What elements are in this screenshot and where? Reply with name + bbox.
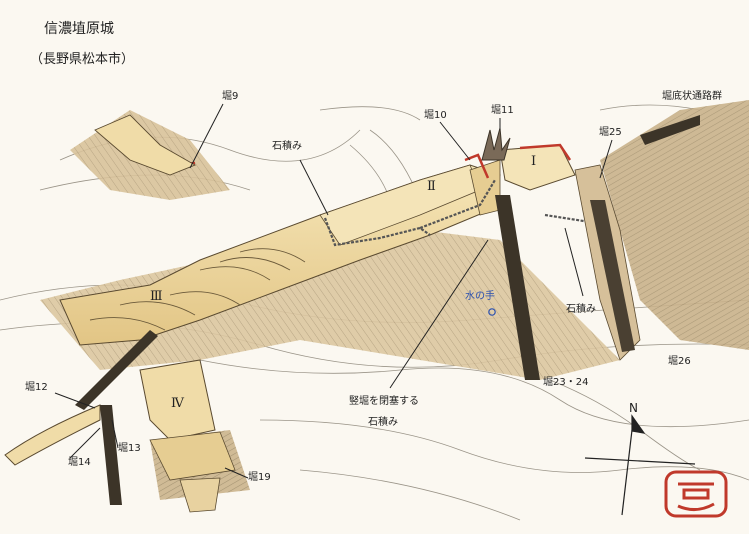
area-iv [139,359,236,513]
label-vertical-moat-line1: 竪堀を閉塞する [349,396,419,407]
label-water-well: 水の手 [465,291,495,302]
area-ii-label: Ⅱ [427,179,436,194]
label-moat23-24: 堀23・24 [543,377,589,388]
area-i-label: Ⅰ [531,154,537,169]
trench-right [495,115,700,380]
water-well-icon [488,308,496,316]
label-moat-group: 堀底状通路群 [662,91,722,102]
label-moat9: 堀9 [222,91,239,102]
main-ridge [59,144,576,346]
tree-icon [481,127,511,161]
label-vertical-moat-line2: 石積み [368,417,398,428]
compass-north-label: N [629,401,638,415]
map-title: 信濃埴原城 [44,21,114,37]
stone-walls [323,179,591,247]
label-moat11: 堀11 [491,105,514,116]
label-moat25: 堀25 [599,127,622,138]
area-iii-label: Ⅲ [150,289,163,304]
west-spur [4,330,158,505]
label-moat26: 堀26 [668,356,691,367]
label-moat19: 堀19 [248,472,271,483]
area-iv-label: Ⅳ [171,396,184,411]
label-stonewall-right: 石積み [566,304,596,315]
label-moat10: 堀10 [424,110,447,121]
label-moat13: 堀13 [118,443,141,454]
label-stonewall-top: 石積み [272,141,302,152]
label-moat12: 堀12 [25,382,48,393]
label-moat14: 堀14 [68,457,91,468]
nw-summit [94,114,197,176]
seal-stamp-icon [664,470,728,518]
leader-lines [54,103,613,479]
compass-icon [584,414,696,516]
map-subtitle: （長野県松本市） [30,52,135,67]
